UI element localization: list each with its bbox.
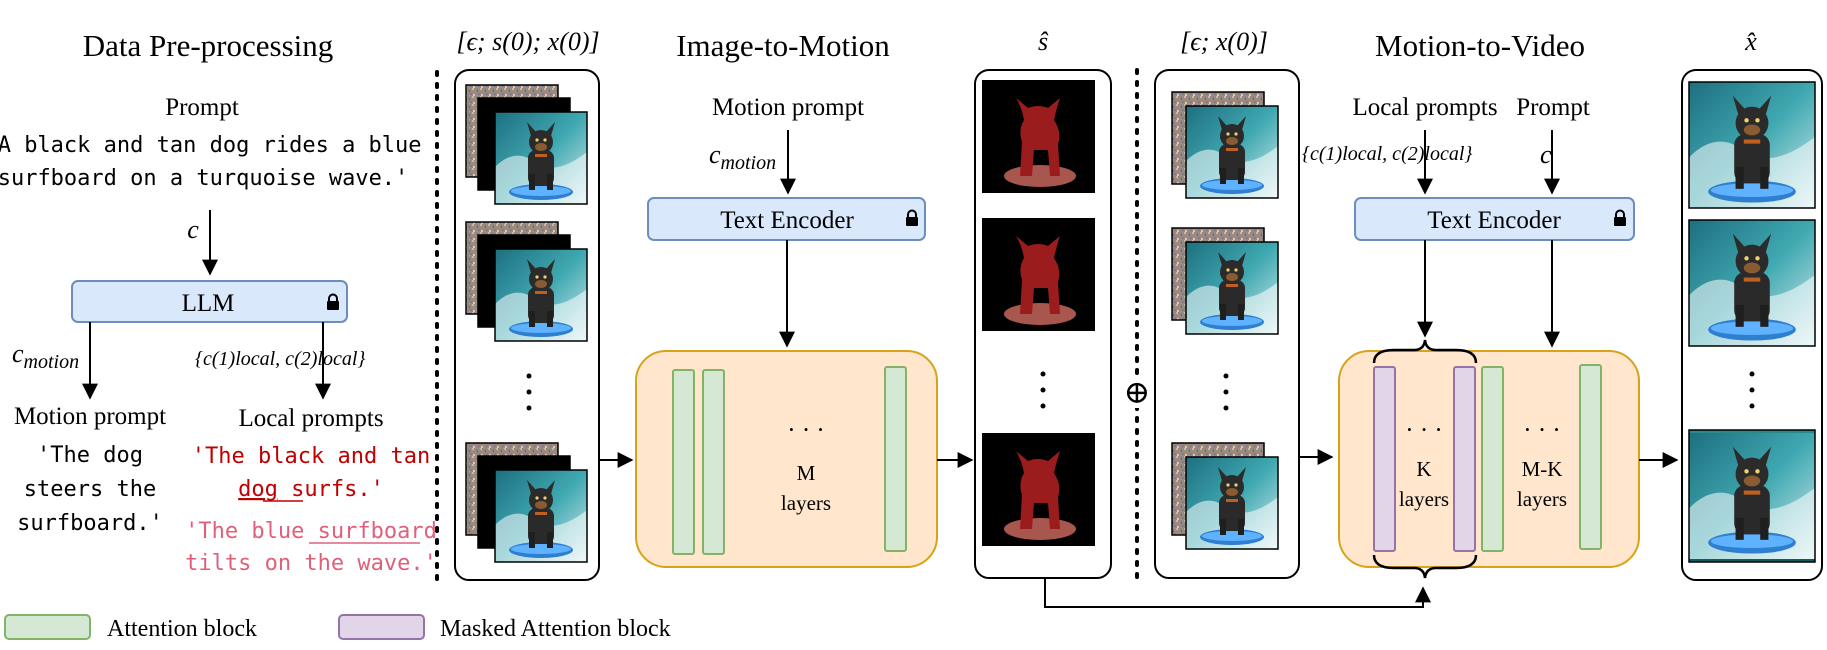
attention-block: [884, 366, 907, 552]
prompt-label: Prompt: [165, 94, 239, 121]
video-frame-thumbnail: [1186, 242, 1278, 334]
oplus-background: [1122, 378, 1152, 408]
m2v-mk-label: M-K: [1522, 457, 1563, 481]
input-stack-2-header: [ϵ; x(0)]: [1180, 27, 1268, 56]
i2m-motion-prompt-label: Motion prompt: [712, 94, 864, 121]
vertical-ellipsis: [526, 373, 532, 411]
motion-prompt-line-3: surfboard.': [17, 511, 163, 536]
local-prompts-label: Local prompts: [238, 405, 383, 432]
input2-frame-group-1: [1171, 91, 1279, 199]
attention-block: [672, 369, 695, 555]
local-prompt-2-line-1: 'The blue surfboard: [185, 519, 437, 544]
segmentation-mask-thumbnail: [982, 433, 1095, 546]
m2v-text-encoder: Text Encoder: [1354, 197, 1635, 241]
attention-block: [1481, 366, 1504, 552]
section-title-preprocess: Data Pre-processing: [83, 28, 334, 63]
output-frame-1: [1688, 81, 1816, 209]
vertical-ellipsis: [1749, 371, 1755, 409]
m2v-network: · · · K layers · · · M-K layers: [1338, 350, 1640, 568]
full-prompt-line-1: 'A black and tan dog rides a blue: [0, 133, 422, 158]
xhat-header: x̂: [1744, 27, 1757, 56]
local-prompt-1-line-2: dog surfs.': [238, 477, 384, 502]
vertical-ellipsis: [1040, 371, 1046, 409]
vertical-ellipsis: [1223, 373, 1229, 411]
motion-prompt-label: Motion prompt: [14, 403, 166, 430]
llm-label: LLM: [182, 290, 235, 317]
output-frame-2: [1688, 219, 1816, 347]
c-label: c: [187, 215, 199, 244]
legend-attention-swatch: [4, 614, 91, 640]
m2v-c-label: c: [1540, 140, 1552, 169]
i2m-cmotion-label: cmotion: [709, 140, 776, 174]
i2m-text-encoder: Text Encoder: [647, 197, 926, 241]
motion-prompt-line-1: 'The dog: [37, 443, 143, 468]
masked-attention-block: [1373, 366, 1396, 552]
video-frame-thumbnail: [1186, 457, 1278, 549]
k-layers-top-brace: [1372, 339, 1478, 364]
input2-frame-group-2: [1171, 227, 1279, 335]
attention-block: [702, 369, 725, 555]
input-frame-group-1: [465, 84, 588, 205]
legend-attention-label: Attention block: [107, 616, 257, 642]
section-title-i2m: Image-to-Motion: [676, 28, 890, 63]
input2-frame-group-3: [1171, 442, 1279, 550]
i2m-dots: · · ·: [787, 417, 824, 444]
full-prompt-line-2: surfboard on a turquoise wave.': [0, 166, 408, 191]
local-prompt-1-line-1: 'The black and tan: [192, 444, 430, 469]
masked-attention-block: [1453, 366, 1476, 552]
legend-masked-swatch: [338, 614, 425, 640]
video-frame-thumbnail: [1186, 106, 1278, 198]
local-prompt-2-line-2: tilts on the wave.': [185, 551, 437, 576]
input-frame-group-2: [465, 221, 588, 342]
m2v-mk-dots: · · ·: [1523, 417, 1560, 444]
attention-block: [1579, 364, 1602, 550]
input-stack-header: [ϵ; s(0); x(0)]: [456, 27, 599, 56]
m2v-k-label: K: [1416, 457, 1431, 481]
input-frame-group-3: [465, 442, 588, 563]
section-title-m2v: Motion-to-Video: [1375, 28, 1585, 63]
video-frame-thumbnail: [495, 112, 587, 204]
arrow-mask-to-masked-attention: [1044, 578, 1431, 608]
m2v-k-layers-label: layers: [1399, 487, 1449, 511]
output-frame-3: [1688, 429, 1816, 563]
m2v-k-dots: · · ·: [1405, 417, 1442, 444]
k-layers-bottom-brace: [1372, 554, 1478, 579]
llm-box: LLM: [71, 280, 348, 323]
legend-masked-label: Masked Attention block: [440, 616, 671, 642]
motion-prompt-line-2: steers the: [24, 477, 156, 502]
m2v-mk-layers-label: layers: [1517, 487, 1567, 511]
m2v-text-encoder-label: Text Encoder: [1427, 207, 1561, 234]
video-frame-thumbnail: [495, 470, 587, 562]
cmotion-label: cmotion: [12, 339, 79, 373]
clocal-set-label: {c(1)local, c(2)local}: [195, 348, 365, 370]
video-frame-thumbnail: [495, 249, 587, 341]
shat-header: ŝ: [1038, 27, 1049, 56]
i2m-network: · · · M layers: [635, 350, 938, 568]
m2v-clocal-set-label: {c(1)local, c(2)local}: [1302, 143, 1472, 165]
i2m-text-encoder-label: Text Encoder: [720, 207, 854, 234]
segmentation-mask-thumbnail: [982, 80, 1095, 193]
i2m-layers-label: layers: [781, 491, 831, 515]
segmentation-mask-thumbnail: [982, 218, 1095, 331]
m2v-prompt-label: Prompt: [1516, 94, 1590, 121]
i2m-layers-m: M: [797, 461, 816, 485]
m2v-local-prompts-label: Local prompts: [1352, 94, 1497, 121]
concat-oplus-symbol: ⊕: [1124, 374, 1151, 410]
